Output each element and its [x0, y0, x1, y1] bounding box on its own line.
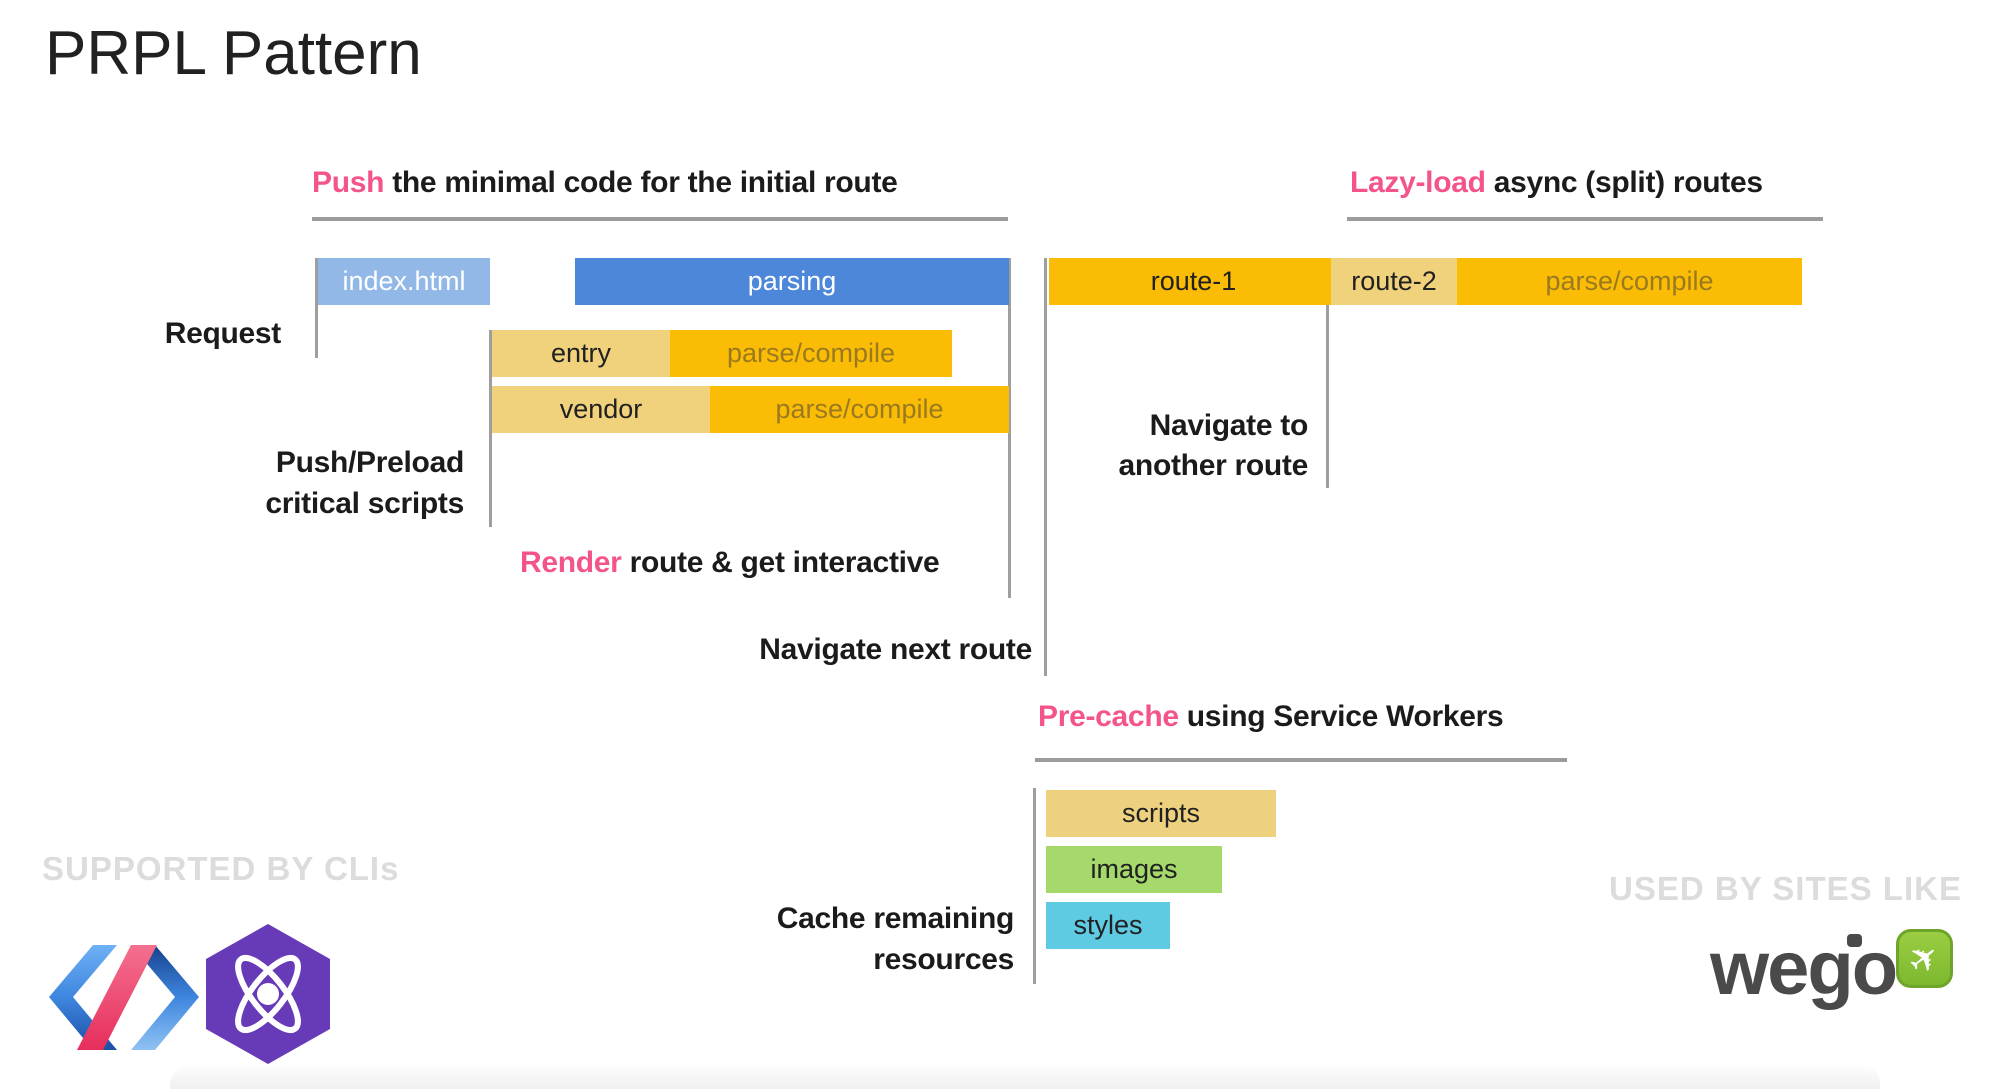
- header-lazy-load: Lazy-load async (split) routes: [1350, 166, 1763, 200]
- marker-line-navigate-another: [1326, 258, 1329, 488]
- airplane-icon: ✈: [1899, 932, 1949, 984]
- marker-line-render: [1008, 258, 1011, 598]
- label-navigate-next: Navigate next route: [759, 633, 1032, 666]
- header-lazy-load-rest: async (split) routes: [1485, 166, 1763, 199]
- bar-styles: styles: [1046, 902, 1170, 949]
- label-push-preload-line1: Push/Preload: [275, 446, 464, 479]
- polymer-logo: [49, 945, 199, 1050]
- bar-route-2-parse-compile: parse/compile: [1457, 258, 1802, 305]
- wego-app-tile: ✈: [1896, 929, 1953, 988]
- bar-entry: entry: [492, 330, 670, 377]
- header-lazy-load-accent: Lazy-load: [1350, 166, 1486, 199]
- header-pre-cache-underline: [1035, 758, 1567, 762]
- marker-line-request: [315, 258, 318, 358]
- bar-route-2: route-2: [1331, 258, 1457, 305]
- label-cache-line1: Cache remaining: [776, 902, 1015, 935]
- supported-by-clis-label: SUPPORTED BY CLIs: [42, 850, 400, 887]
- page-title: PRPL Pattern: [45, 19, 422, 88]
- header-push-underline: [312, 217, 1008, 221]
- bar-parsing: parsing: [575, 258, 1009, 305]
- marker-line-push-preload: [489, 330, 492, 527]
- bar-index-html: index.html: [318, 258, 490, 305]
- bar-entry-parse-compile: parse/compile: [670, 330, 952, 377]
- used-by-sites-label: USED BY SITES LIKE: [1609, 870, 1962, 907]
- label-cache-line2: resources: [873, 943, 1014, 976]
- bar-images: images: [1046, 846, 1222, 893]
- header-pre-cache-accent: Pre-cache: [1038, 700, 1179, 733]
- marker-line-cache: [1033, 788, 1036, 984]
- header-lazy-load-underline: [1347, 217, 1823, 221]
- bottom-shadow: [170, 1066, 1880, 1089]
- header-push: Push the minimal code for the initial ro…: [312, 166, 898, 200]
- label-push-preload-line2: critical scripts: [265, 487, 464, 520]
- bar-route-1: route-1: [1049, 258, 1338, 305]
- header-pre-cache-rest: using Service Workers: [1178, 700, 1504, 733]
- bar-vendor: vendor: [492, 386, 710, 433]
- label-render: Render route & get interactive: [520, 546, 940, 580]
- header-pre-cache: Pre-cache using Service Workers: [1038, 700, 1504, 734]
- bar-scripts: scripts: [1046, 790, 1276, 837]
- label-request: Request: [164, 317, 282, 350]
- label-navigate-another-line1: Navigate to: [1149, 409, 1309, 442]
- label-navigate-another-line2: another route: [1118, 449, 1309, 482]
- bar-vendor-parse-compile: parse/compile: [710, 386, 1009, 433]
- label-render-accent: Render: [520, 546, 622, 579]
- wego-dot: [1847, 934, 1862, 947]
- header-push-accent: Push: [312, 166, 385, 199]
- header-push-rest: the minimal code for the initial route: [384, 166, 898, 199]
- marker-line-navigate-next: [1044, 258, 1047, 676]
- label-render-rest: route & get interactive: [621, 546, 940, 579]
- preact-logo: [206, 924, 330, 1064]
- wego-logo: wego: [1710, 926, 1898, 1011]
